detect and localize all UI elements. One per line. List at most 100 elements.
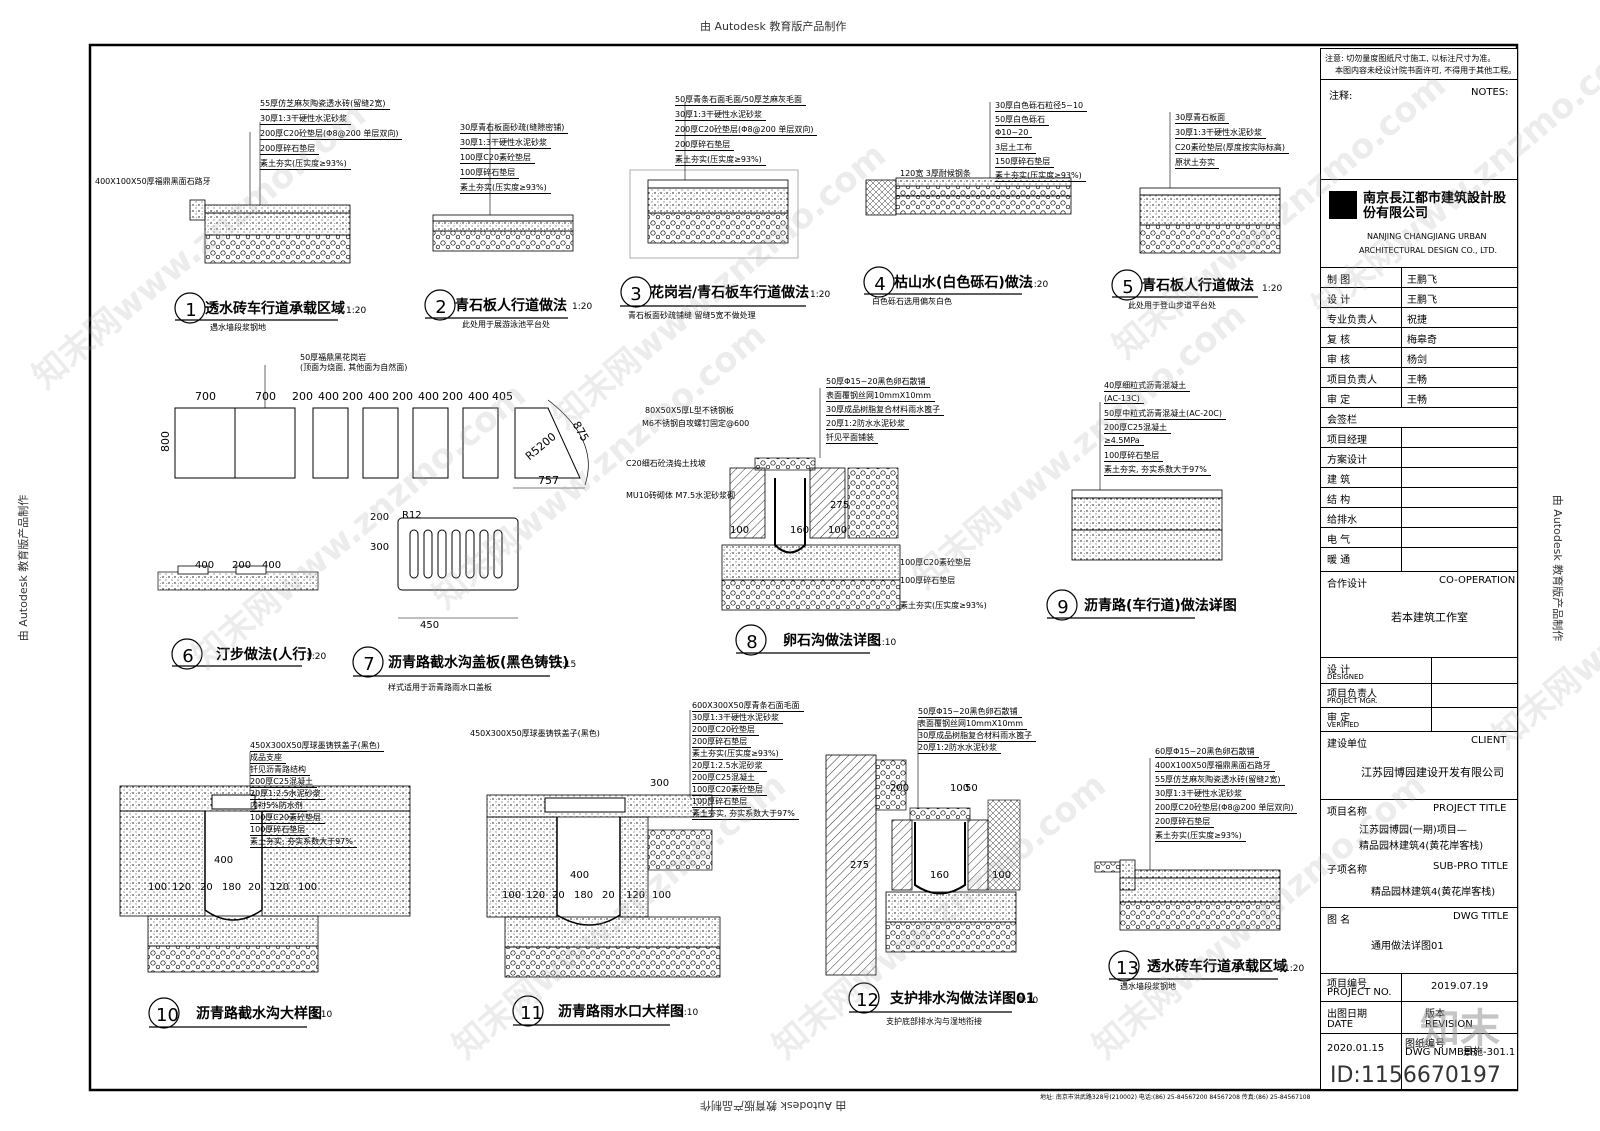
- detail-2-note: 此处用于展游泳池平台处: [462, 320, 550, 329]
- detail-1-note: 遇水墙段浆钢地: [210, 323, 266, 332]
- detail-1-layer: 200厚C20砼垫层(Φ8@200 单层双向): [260, 128, 403, 140]
- detail-11-dim: 400: [570, 870, 590, 881]
- detail-7-scale: 1:15: [556, 660, 577, 670]
- detail-11-dim: 20: [602, 890, 615, 901]
- detail-10-section: [119, 752, 411, 973]
- edu-stamp-left: 由 Autodesk 教育版产品制作: [17, 494, 31, 642]
- detail-8-dim: 100: [828, 525, 848, 536]
- detail-12-section: [825, 720, 1021, 976]
- subproject-label: 子项名称: [1327, 865, 1367, 876]
- detail-11-layer: 素土夯实(压实度≥93%): [692, 748, 783, 760]
- dwg-number-label: 图纸编号: [1405, 1039, 1445, 1050]
- detail-10-layer: 100厚碎石垫层: [250, 824, 310, 836]
- subproject-name: 精品园林建筑4(黄花岸客栈): [1371, 887, 1496, 898]
- footer-address: 地址: 南京市洪武路328号(210002) 电话:(86) 25-845672…: [1040, 1094, 1311, 1101]
- company-logo-icon: [1329, 191, 1357, 219]
- plan-width-dim: 400: [318, 390, 339, 403]
- detail-1-layer: 30厚1:3干硬性水泥砂浆: [260, 113, 352, 125]
- detail-6-section: [157, 565, 319, 591]
- staff-role: 审 定: [1327, 395, 1351, 406]
- detail-2-layer: 30厚青石板面砂疏(缝隙密铺): [460, 122, 569, 134]
- staff-name: 王鹏飞: [1407, 275, 1437, 286]
- detail-10-layer: 100厚C20素砼垫层: [250, 812, 326, 824]
- detail-12-scale: 1:10: [1018, 996, 1039, 1006]
- plan-width-dim: 405: [492, 390, 513, 403]
- detail-10-dim: 100: [148, 882, 168, 893]
- detail-11-title: 沥青路雨水口大样图: [558, 1004, 684, 1020]
- detail-13-section: [1094, 758, 1281, 931]
- dwg-title-name: 通用做法详图01: [1371, 941, 1444, 952]
- detail-6-dim: 200: [232, 560, 252, 571]
- detail-6-dim: 400: [195, 560, 215, 571]
- detail-7-dim: 450: [420, 620, 440, 631]
- paving-plan-strip: [174, 365, 589, 489]
- detail-9-layer: (AC-13C): [1104, 394, 1144, 404]
- detail-13-note: 遇水墙段浆钢地: [1120, 982, 1176, 991]
- company-name-en-2: ARCHITECTURAL DESIGN CO., LTD.: [1359, 246, 1498, 255]
- detail-8-layer: 表面覆钢丝网10mmX10mm: [826, 390, 936, 402]
- detail-9-number: 9: [1057, 597, 1069, 618]
- detail-5-note: 此处用于登山步道平台处: [1128, 301, 1216, 310]
- detail-10-dim: 20: [200, 882, 213, 893]
- detail-4-scale: 1:20: [1028, 280, 1049, 290]
- detail-10-layer: 内衬5%防水剂: [250, 800, 307, 812]
- detail-1-number: 1: [185, 300, 197, 321]
- detail-3-note: 青石板面砂疏铺缝 留缝5宽不做处理: [628, 311, 756, 320]
- detail-10-layer: 素土夯实, 夯实系数大于97%: [250, 836, 357, 848]
- pm-label: 项目负责人: [1327, 689, 1377, 700]
- detail-12-layer: 20厚1:2防水水泥砂浆: [918, 742, 1002, 754]
- detail-7-title: 沥青路截水沟盖板(黑色铸铁): [388, 655, 569, 671]
- detail-12-note: 支护底部排水沟与湿地衔接: [886, 1017, 982, 1026]
- detail-10-layer: 20厚1:2.5水泥砂浆: [250, 788, 325, 800]
- plan-strip-note: 50厚福鼎黑花岗岩: [300, 353, 367, 362]
- detail-8-side-note-2: M6不锈钢自攻螺钉固定@600: [642, 419, 750, 428]
- issue-date: 2020.01.15: [1327, 1043, 1385, 1054]
- detail-13-layer: 200厚C20砼垫层(Φ8@200 单层双向): [1155, 802, 1298, 814]
- detail-12-dim: 200: [890, 783, 910, 794]
- detail-5-title: 青石板人行道做法: [1142, 278, 1254, 294]
- corner-logo: 知末: [1420, 1006, 1500, 1052]
- company-name: 南京長江都市建筑設計股份有限公司: [1363, 191, 1507, 221]
- plan-width-dim: 200: [442, 390, 463, 403]
- detail-5-section: [1139, 112, 1281, 254]
- detail-13-layer: 60厚Φ15~20黑色卵石散铺: [1155, 746, 1259, 758]
- detail-5-layer: 30厚1:3干硬性水泥砂浆: [1175, 127, 1267, 139]
- coop-label: 合作设计: [1327, 579, 1367, 590]
- staff-name: 王畅: [1407, 375, 1427, 386]
- detail-13-layer: 30厚1:3干硬性水泥砂浆: [1155, 788, 1247, 800]
- detail-11-side-note: 450X300X50厚球墨铸铁盖子(黑色): [470, 729, 600, 738]
- detail-12-title: 支护排水沟做法详图01: [890, 991, 1036, 1007]
- detail-1-layer: 55厚仿芝麻灰陶瓷透水砖(留缝2宽): [260, 98, 390, 110]
- notes-label-en: NOTES:: [1471, 87, 1509, 98]
- detail-8-section: [721, 388, 901, 611]
- detail-4-title: 枯山水(白色砾石)做法: [894, 275, 1033, 291]
- project-label: 项目名称: [1327, 807, 1367, 818]
- staff-name: 王鹏飞: [1407, 295, 1437, 306]
- detail-6-title: 汀步做法(人行): [216, 647, 313, 663]
- detail-11-layer: 素土夯实, 夯实系数大于97%: [692, 808, 799, 820]
- detail-2-layer: 素土夯实(压实度≥93%): [460, 182, 551, 194]
- detail-4-note: 白色砾石选用偏灰白色: [872, 297, 952, 306]
- detail-11-dim: 120: [626, 890, 646, 901]
- detail-9-layer: 50厚中粒式沥青混凝土(AC-20C): [1104, 408, 1226, 420]
- staff-name: 王畅: [1407, 395, 1427, 406]
- detail-10-dim: 100: [298, 882, 318, 893]
- detail-7-number: 7: [363, 654, 375, 675]
- edu-stamp-right: 由 Autodesk 教育版产品制作: [1551, 494, 1565, 642]
- detail-9-title: 沥青路(车行道)做法详图: [1084, 598, 1237, 614]
- plan-width-dim: 700: [255, 390, 276, 403]
- detail-1-layer: 素土夯实(压实度≥93%): [260, 158, 351, 170]
- date-label: 出图日期: [1327, 1009, 1367, 1020]
- staff-role: 设 计: [1327, 295, 1351, 306]
- detail-12-dim: 50: [965, 783, 978, 794]
- staff-role: 审 核: [1327, 355, 1351, 366]
- detail-13-number: 13: [1116, 958, 1139, 979]
- staff-name: 梅皋奇: [1407, 335, 1437, 346]
- detail-10-dim: 20: [248, 882, 261, 893]
- discipline-label: 方案设计: [1327, 455, 1367, 466]
- detail-10-scale: 1:10: [312, 1010, 333, 1020]
- detail-11-layer: 100厚碎石垫层: [692, 796, 752, 808]
- detail-2-layer: 30厚1:3干硬性水泥砂浆: [460, 137, 552, 149]
- plan-width-dim: 700: [195, 390, 216, 403]
